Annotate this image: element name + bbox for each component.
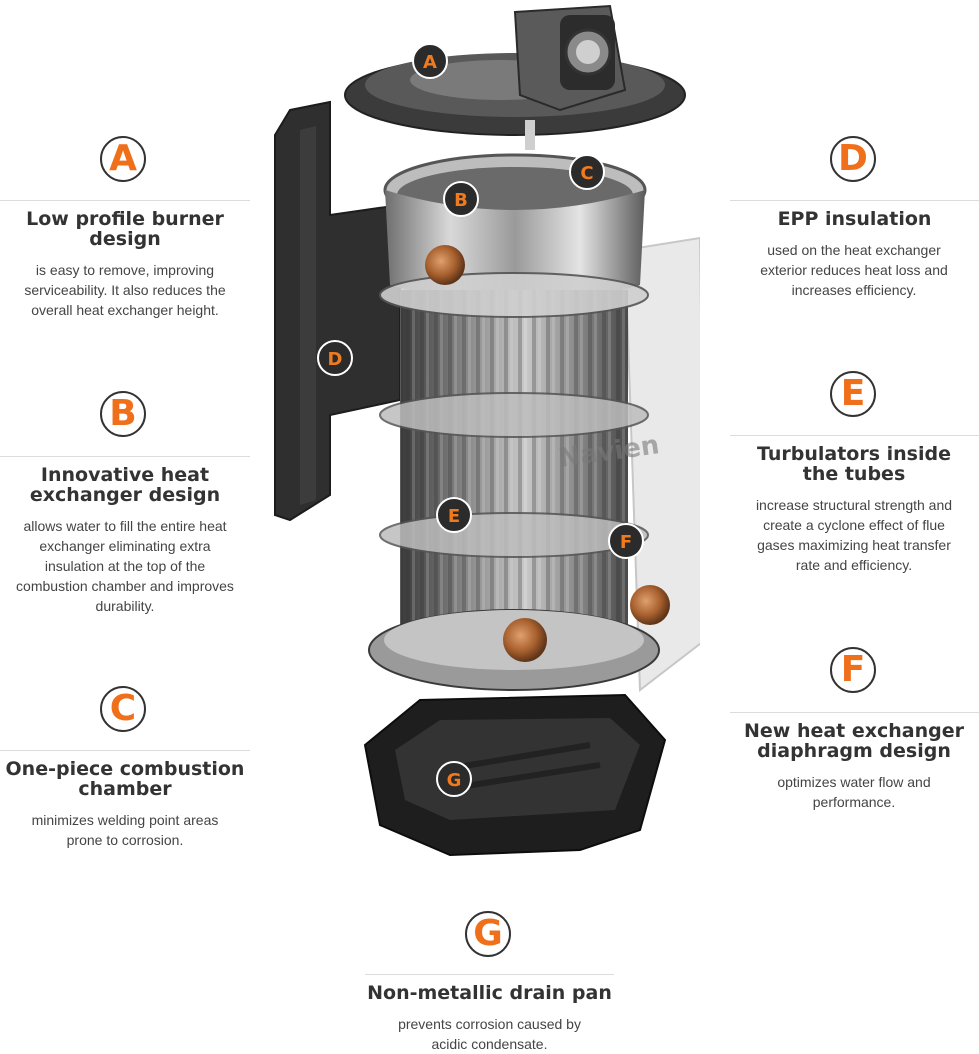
feature-d-desc: used on the heat exchanger exterior redu…	[760, 242, 948, 298]
marker-b: B	[443, 181, 479, 217]
feature-g-desc: prevents corrosion caused by acidic cond…	[398, 1016, 581, 1052]
marker-g: G	[436, 761, 472, 797]
epp-insulation-left	[274, 100, 401, 522]
feature-e-desc: increase structural strength and create …	[755, 497, 953, 573]
svg-text:A: A	[423, 52, 437, 73]
divider-f	[730, 712, 979, 713]
feature-a-desc: is easy to remove, improving serviceabil…	[24, 262, 226, 318]
copper-outlet-fitting	[630, 585, 670, 625]
marker-c: C	[569, 154, 605, 190]
badge-c: C	[100, 686, 146, 732]
divider-a	[0, 200, 250, 201]
svg-text:E: E	[448, 506, 460, 527]
copper-bottom-fitting	[503, 618, 547, 662]
feature-a-title: Low profile burner design	[0, 209, 250, 249]
badge-f: F	[830, 647, 876, 693]
badge-g: G	[465, 911, 511, 957]
copper-inlet-fitting	[425, 245, 465, 285]
badge-b: B	[100, 391, 146, 437]
divider-e	[730, 435, 979, 436]
feature-c-title: One-piece combustion chamber	[5, 758, 245, 800]
heat-exchanger-illustration: Navien A B C D E F G	[274, 4, 700, 857]
feature-c-desc: minimizes welding point areas prone to c…	[31, 812, 219, 848]
badge-a: A	[100, 136, 146, 182]
svg-text:G: G	[447, 770, 462, 791]
feature-b-desc: allows water to fill the entire heat exc…	[16, 518, 234, 614]
feature-g-title: Non-metallic drain pan	[367, 982, 612, 1004]
divider-d	[730, 200, 979, 201]
svg-text:F: F	[620, 532, 632, 553]
badge-e: E	[830, 371, 876, 417]
svg-text:C: C	[580, 163, 593, 184]
divider-c	[0, 750, 250, 751]
marker-d: D	[317, 340, 353, 376]
feature-b-title: Innovative heat exchanger design	[29, 464, 221, 506]
svg-text:D: D	[328, 349, 343, 370]
feature-f-title: New heat exchanger diaphragm design	[743, 720, 965, 762]
svg-text:B: B	[454, 190, 468, 211]
feature-e-title: Turbulators inside the tubes	[756, 443, 951, 485]
divider-b	[0, 456, 250, 457]
feature-f-desc: optimizes water flow and performance.	[777, 774, 931, 810]
marker-f: F	[608, 523, 644, 559]
epp-insulation-right	[623, 236, 700, 692]
marker-e: E	[436, 497, 472, 533]
feature-a-title-text: Low profile burner design	[26, 208, 224, 250]
marker-a: A	[412, 43, 448, 79]
divider-g	[365, 974, 614, 975]
badge-d: D	[830, 136, 876, 182]
feature-d-title: EPP insulation	[777, 208, 932, 230]
